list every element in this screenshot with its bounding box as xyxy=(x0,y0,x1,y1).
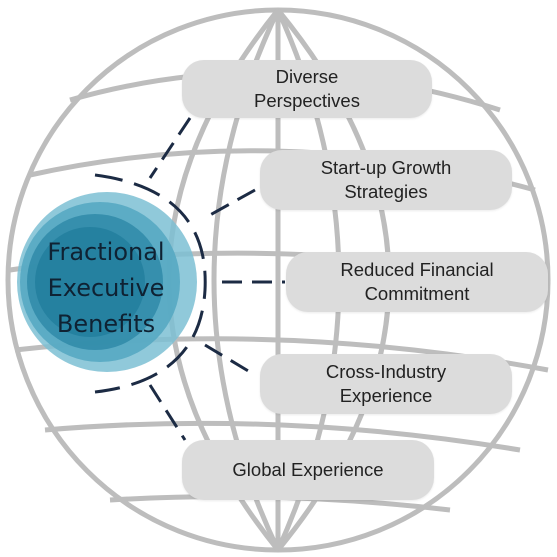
globe-latitude-line xyxy=(44,420,521,453)
connectors xyxy=(94,117,285,441)
connector-arc xyxy=(94,173,207,394)
benefit-label: Perspectives xyxy=(254,90,360,111)
benefit-label: Start-up Growth xyxy=(320,157,452,178)
benefit-label: Commitment xyxy=(364,283,470,304)
center-circle-core xyxy=(35,227,145,337)
benefit-label: Strategies xyxy=(344,181,428,202)
benefit-pill-reduced-financial: Reduced Financial Commitment xyxy=(286,252,548,312)
connector-startup xyxy=(209,188,256,217)
center-title-line: Executive xyxy=(47,274,165,302)
benefit-label: Diverse xyxy=(275,66,339,87)
center-title: Fractional Executive Benefits xyxy=(28,234,184,342)
benefit-label: Cross-Industry xyxy=(325,361,447,382)
benefit-label: Global Experience xyxy=(232,459,384,480)
center-title-line: Fractional xyxy=(47,238,165,266)
benefit-pill-startup-growth: Start-up Growth Strategies xyxy=(260,150,512,210)
connector-cross-industry xyxy=(204,343,251,374)
benefit-pill-global-experience: Global Experience xyxy=(182,440,434,500)
connector-global xyxy=(148,384,187,441)
benefit-label: Reduced Financial xyxy=(340,259,494,280)
benefit-pill-cross-industry: Cross-Industry Experience xyxy=(260,354,512,414)
benefit-pill-diverse-perspectives: Diverse Perspectives xyxy=(182,60,432,118)
center-circle-graphic xyxy=(17,192,197,372)
connector-diverse xyxy=(148,117,192,179)
center-title-line: Benefits xyxy=(56,310,156,338)
benefit-label: Experience xyxy=(339,385,433,406)
